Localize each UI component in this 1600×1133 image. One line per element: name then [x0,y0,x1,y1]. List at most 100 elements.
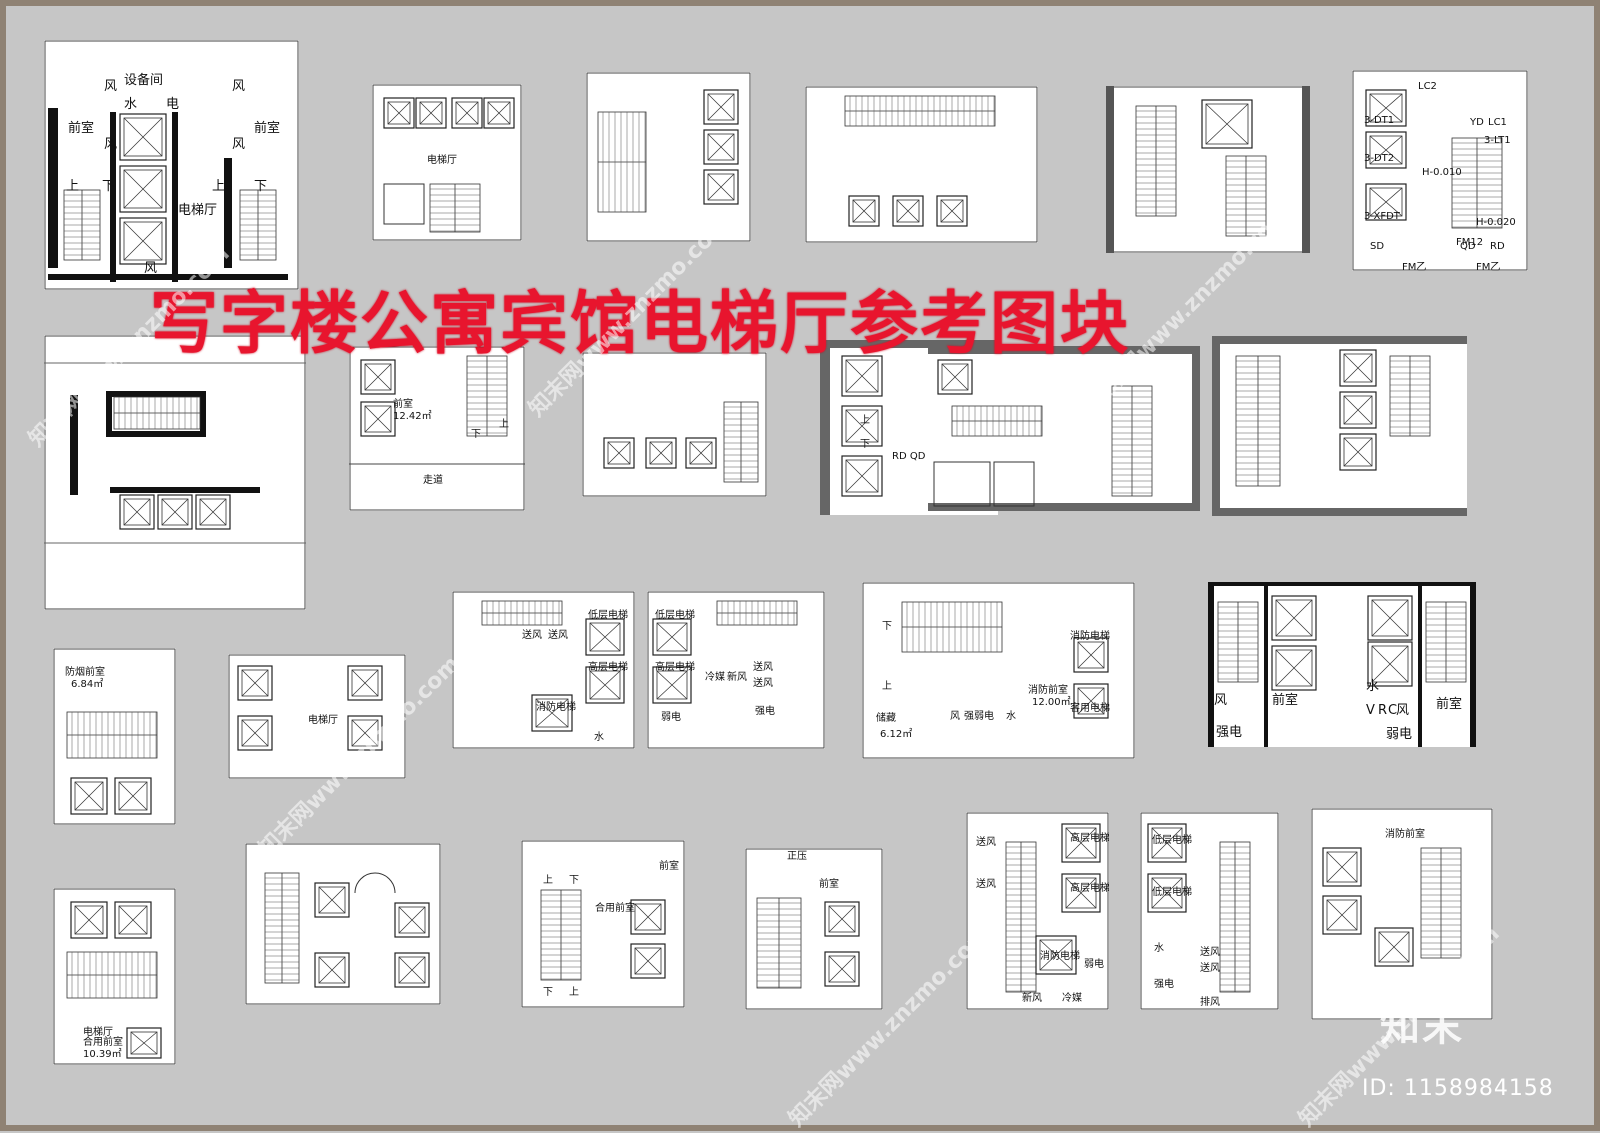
elevator-car [1367,595,1413,641]
wall [172,112,178,282]
room-label: 消防电梯 [1070,631,1110,642]
plan-drawing [521,840,685,1008]
elevator-car [1073,637,1109,673]
room-label: 3-LT1 [1484,135,1511,146]
elevator-car [645,437,677,469]
elevator-car [394,902,430,938]
room-label: FM乙 [1402,262,1427,272]
stair-run [901,601,1003,653]
room-label: 低层电梯 [1152,887,1192,898]
room-label: H-0.020 [1476,217,1516,228]
stair-run [756,897,802,989]
plan-drawing [582,352,767,497]
elevator-car [70,777,108,815]
wall [48,108,58,268]
room-label: 送风 [976,837,996,848]
wall [1212,336,1220,516]
elevator-car [630,943,666,979]
room-label: 风 [104,79,118,94]
room-label: 6.12㎡ [880,729,913,740]
room-label: 12.42㎡ [393,411,432,422]
room-label: RD QD [892,451,926,462]
plan-drawing [44,335,306,610]
plan-drawing [1140,812,1279,1010]
elevator-car [119,217,167,265]
stair-run [63,189,101,261]
wall [106,391,206,397]
room-label: 3-DT2 [1364,153,1395,164]
stair-run [1451,137,1503,229]
room-label: 高层电梯 [588,662,628,673]
room-label: 送风 [753,678,773,689]
room-label: 下 [882,621,892,632]
wall [1302,86,1310,253]
plan-drawing [53,648,176,825]
floor-plan-p1: 设备间水电风风风风前室前室上下上下电梯厅风 [44,40,299,290]
room-label: 电 [166,97,180,112]
room-label: 合用前室 [83,1037,123,1048]
stair-run [264,872,300,984]
elevator-car [1271,645,1317,691]
elevator-car [1374,927,1414,967]
room-label: 前室 [393,399,413,410]
elevator-car [119,113,167,161]
wall [1208,582,1476,586]
room-label: 风 [232,79,246,94]
elevator-car [394,952,430,988]
elevator-car [119,165,167,213]
floor-plan-p11 [1212,336,1467,516]
room-label: 3-XFDT [1364,211,1400,222]
elevator-car [936,195,968,227]
room-label: 前室 [254,121,281,136]
room-label: 下 [102,179,116,194]
plan-drawing [928,346,1200,511]
elevator-car [1035,935,1077,975]
room-label: LC1 [1488,117,1507,128]
room-label: 设备间 [124,73,164,88]
room-label: 冷媒 [705,672,725,683]
elevator-car [1322,895,1362,935]
elevator-car [237,665,273,701]
room-label: 下 [569,875,579,886]
elevator-car [1147,873,1187,913]
wall [1418,582,1422,747]
plan-drawing [820,340,998,515]
stair-run [716,600,798,626]
wall [1264,582,1268,747]
elevator-car [1061,823,1101,863]
elevator-car [195,494,231,530]
floor-plan-p14: 低层电梯高层电梯消防电梯送风送风水 [452,591,635,749]
elevator-car [1322,847,1362,887]
room-label: 送风 [548,630,568,641]
plan-drawing [862,582,1135,759]
floor-plan-p23: 低层电梯低层电梯水强电送风送风排风 [1140,812,1279,1010]
floor-plan-p4 [805,86,1038,243]
plan-drawing [245,843,441,1005]
elevator-car [114,901,152,939]
room-label: 低层电梯 [655,610,695,621]
wall [928,346,1200,354]
stair-run [429,183,481,233]
plan-drawing [586,72,751,242]
room-label: 6.84㎡ [71,679,104,690]
page-title: 写字楼公寓宾馆电梯厅参考图块 [150,285,1131,364]
room-label: 下 [543,987,553,998]
room-label: 水 [594,732,604,743]
wall [820,340,998,348]
room-label: V [1366,703,1375,718]
elevator-car [415,97,447,129]
wall [1470,582,1476,747]
elevator-car [314,952,350,988]
stair-run [1420,847,1462,959]
elevator-car [383,97,415,129]
stair-run [66,951,158,999]
room-label: 下 [254,179,268,194]
wall [1212,508,1467,516]
stair-run [723,401,759,483]
room-label: 12.00㎡ [1032,697,1071,708]
room-label: 前室 [659,861,679,872]
